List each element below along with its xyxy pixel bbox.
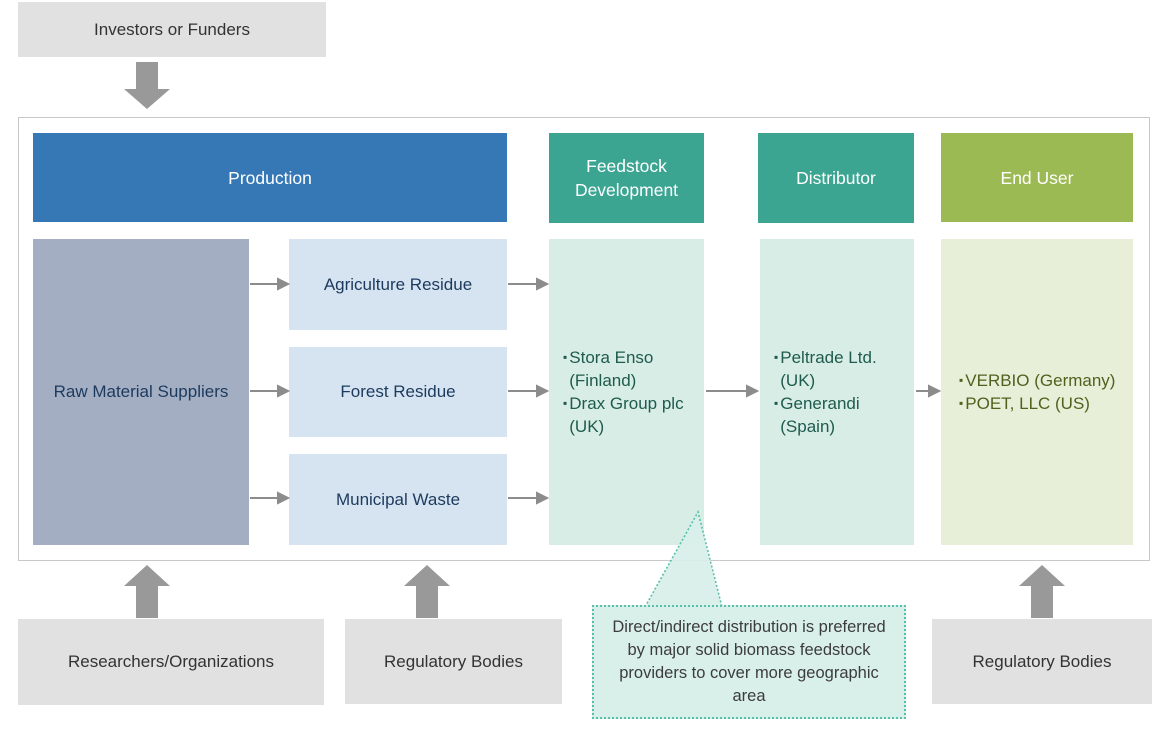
production-header-label: Production [228, 167, 312, 188]
bullet-icon: ▪ [959, 373, 964, 387]
list-item: ▪ Peltrade Ltd. (UK) [774, 346, 908, 392]
end-user-company-1: VERBIO (Germany) [965, 371, 1116, 390]
agriculture-residue-box: Agriculture Residue [289, 239, 507, 330]
bullet-icon: ▪ [563, 396, 568, 410]
end-user-company-2: POET, LLC (US) [965, 394, 1090, 413]
raw-material-suppliers-box: Raw Material Suppliers [33, 239, 249, 545]
list-item: ▪ Generandi (Spain) [774, 392, 908, 438]
regulatory-bodies-left-box: Regulatory Bodies [345, 619, 562, 704]
municipal-waste-label: Municipal Waste [335, 489, 461, 509]
forest-residue-label: Forest Residue [340, 382, 456, 401]
list-item: ▪ VERBIO (Germany) [959, 369, 1115, 392]
researchers-box: Researchers/Organizations [18, 619, 324, 705]
bullet-icon: ▪ [774, 350, 779, 364]
callout-pointer [644, 509, 723, 608]
feedstock-company-1: Stora Enso (Finland) [569, 348, 654, 390]
feedstock-company-2: Drax Group plc (UK) [569, 394, 684, 436]
bullet-icon: ▪ [774, 396, 779, 410]
distributor-header-label: Distributor [796, 168, 876, 188]
researchers-label: Researchers/Organizations [68, 652, 274, 671]
regulatory-bodies-right-box: Regulatory Bodies [932, 619, 1152, 704]
agriculture-residue-label: Agriculture Residue [323, 274, 473, 294]
callout-note: Direct/indirect distribution is preferre… [592, 605, 906, 719]
bullet-icon: ▪ [959, 396, 964, 410]
regulatory-bodies-left-label: Regulatory Bodies [384, 651, 523, 671]
feedstock-companies-box: ▪ Stora Enso (Finland) ▪ Drax Group plc … [549, 239, 704, 545]
up-block-arrow-left-icon [124, 565, 170, 618]
down-block-arrow-icon [124, 62, 170, 109]
end-user-header-label: End User [1000, 167, 1074, 188]
distributor-companies-box: ▪ Peltrade Ltd. (UK) ▪ Generandi (Spain) [760, 239, 914, 545]
investors-box: Investors or Funders [18, 2, 326, 57]
regulatory-bodies-right-label: Regulatory Bodies [972, 651, 1112, 671]
feedstock-development-header: Feedstock Development [549, 133, 704, 223]
raw-material-suppliers-label: Raw Material Suppliers [53, 382, 229, 401]
list-item: ▪ POET, LLC (US) [959, 392, 1090, 415]
investors-label: Investors or Funders [94, 19, 250, 39]
distributor-company-2: Generandi (Spain) [780, 394, 860, 436]
production-header: Production [33, 133, 507, 222]
distributor-company-1: Peltrade Ltd. (UK) [780, 348, 877, 390]
up-block-arrow-right-icon [1019, 565, 1065, 618]
feedstock-development-header-label: Feedstock Development [574, 156, 679, 200]
end-user-header: End User [941, 133, 1133, 222]
end-user-companies-box: ▪ VERBIO (Germany) ▪ POET, LLC (US) [941, 239, 1133, 545]
forest-residue-box: Forest Residue [289, 347, 507, 437]
up-block-arrow-middle-icon [404, 565, 450, 618]
bullet-icon: ▪ [563, 350, 568, 364]
list-item: ▪ Drax Group plc (UK) [563, 392, 698, 438]
distributor-header: Distributor [758, 133, 914, 223]
list-item: ▪ Stora Enso (Finland) [563, 346, 698, 392]
municipal-waste-box: Municipal Waste [289, 454, 507, 545]
callout-text: Direct/indirect distribution is preferre… [612, 618, 886, 705]
